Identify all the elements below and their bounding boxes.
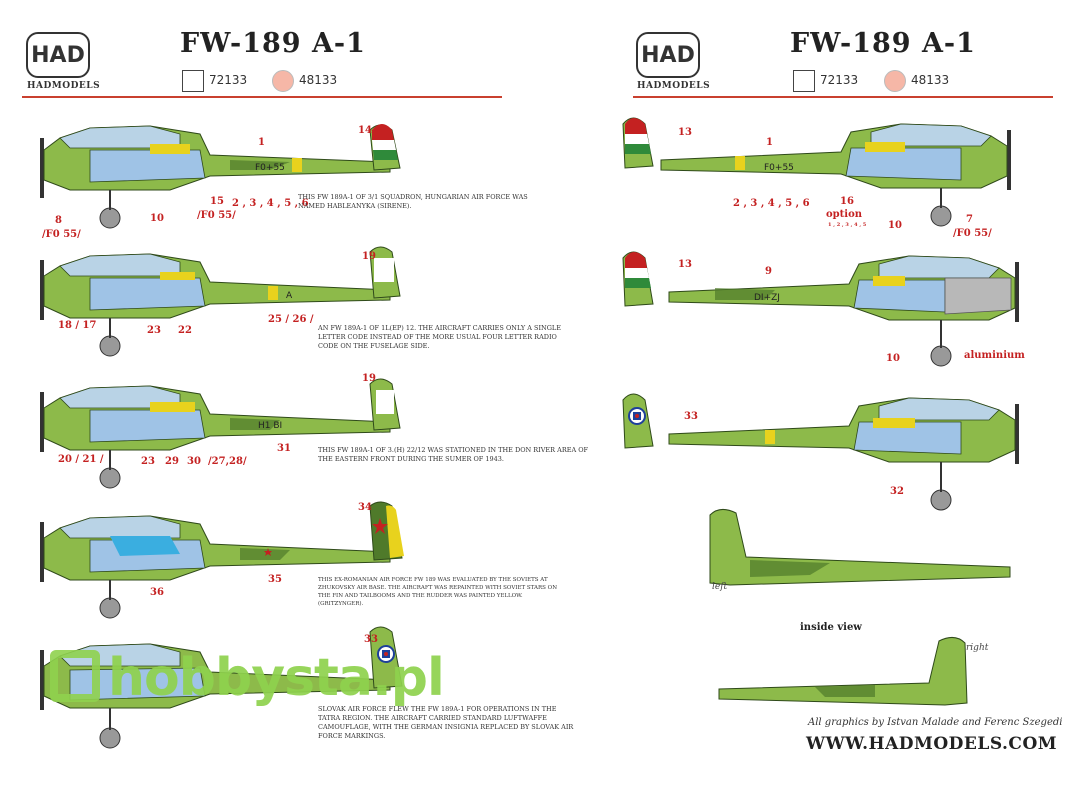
scale-label-72-left: 72133	[209, 73, 248, 87]
label-15sub-a1: /F0 55/	[197, 210, 236, 221]
label-19-a2: 19	[362, 251, 376, 262]
fuselage-code-a3: H1 BI	[258, 421, 283, 431]
label-1-b1: 1	[766, 137, 773, 148]
hadmodels-label-left: HADMODELS	[27, 81, 101, 91]
label-23-a2: 23	[147, 325, 161, 336]
label-2021-a3: 20 / 21 /	[58, 454, 104, 465]
label-31-a3: 31	[277, 443, 291, 454]
label-19-a3: 19	[362, 373, 376, 384]
inside-view-label: inside view	[800, 622, 862, 633]
fuselage-code-b1: F0+55	[764, 163, 794, 173]
caption-a2: AN FW 189A-1 OF 1L(EP) 12. THE AIRCRAFT …	[318, 324, 561, 350]
label-option-b1: option	[826, 209, 863, 220]
label-35-a4: 35	[268, 574, 282, 585]
left-view-label: left	[712, 582, 728, 592]
label-2to6-a1: 2 , 3 , 4 , 5 , 6	[232, 198, 309, 209]
label-15-a1: 15	[210, 196, 224, 207]
fuselage-code-a1: F0+55	[255, 163, 285, 173]
title-right: FW-189 A-1	[790, 28, 976, 59]
tailboom-left-view	[709, 509, 1011, 586]
caption-a3: THIS FW 189A-1 OF 3.(H) 22/12 WAS STATIO…	[318, 446, 589, 463]
scale-box-72-right	[793, 70, 815, 92]
website-url: WWW.HADMODELS.COM	[806, 734, 1058, 754]
label-1817-a2: 18 / 17	[58, 320, 97, 331]
label-33-a5: 33	[364, 634, 378, 645]
label-22-a2: 22	[178, 325, 192, 336]
label-10-b2: 10	[886, 353, 900, 364]
header-divider-right	[633, 96, 1053, 98]
aircraft-profile-slovak-right	[622, 393, 1019, 511]
label-8-a1: 8	[55, 215, 62, 226]
label-36-a4: 36	[150, 587, 164, 598]
label-2to6-b1: 2 , 3 , 4 , 5 , 6	[733, 198, 810, 209]
label-13-b1: 13	[678, 127, 692, 138]
label-16-b1: 16	[840, 196, 854, 207]
label-2526-a2: 25 / 26 /	[268, 314, 314, 325]
label-optsub-b1: 1 , 2 , 3 , 4 , 5	[828, 222, 867, 228]
aircraft-profile-hungarian-right	[622, 117, 1011, 227]
aircraft-profile-soviet-left	[40, 501, 404, 619]
label-34-a4: 34	[358, 502, 372, 513]
watermark-bracket-icon	[50, 650, 100, 702]
aircraft-profile-hungarian-left	[40, 124, 401, 229]
label-33-b3: 33	[684, 411, 698, 422]
right-view-label: right	[966, 643, 989, 653]
scale-box-48-left	[272, 70, 294, 92]
label-2728-a3: /27,28/	[208, 456, 247, 467]
label-10-a1: 10	[150, 213, 164, 224]
aircraft-profile-slovak-left	[40, 626, 403, 749]
title-left: FW-189 A-1	[180, 28, 366, 59]
scale-box-48-right	[884, 70, 906, 92]
scale-box-72-left	[182, 70, 204, 92]
aircraft-profile-don-river-left	[40, 378, 401, 489]
hadmodels-label-right: HADMODELS	[637, 81, 711, 91]
label-30-a3: 30	[187, 456, 201, 467]
label-aluminium-b2: aluminium	[964, 350, 1025, 361]
label-9-b2: 9	[765, 266, 772, 277]
label-10-b1: 10	[888, 220, 902, 231]
label-7-b1: 7	[966, 214, 973, 225]
aircraft-profile-letter-code-left	[40, 246, 401, 357]
credits-text: All graphics by Istvan Malade and Ferenc…	[808, 717, 1063, 728]
caption-a5: SLOVAK AIR FORCE FLEW THE FW 189A-1 FOR …	[318, 705, 574, 740]
label-14-a1: 14	[358, 125, 372, 136]
label-23-a3: 23	[141, 456, 155, 467]
caption-a1: THIS FW 189A-1 OF 3/1 SQUADRON, HUNGARIA…	[298, 193, 528, 210]
watermark-text: hobbysta.pl	[108, 648, 445, 708]
label-29-a3: 29	[165, 456, 179, 467]
fuselage-code-a2: A	[286, 291, 293, 301]
header-divider-left	[22, 96, 502, 98]
label-32-b3: 32	[890, 486, 904, 497]
label-1-a1: 1	[258, 137, 265, 148]
label-8sub-a1: /F0 55/	[42, 229, 81, 240]
label-7sub-b1: /F0 55/	[953, 228, 992, 239]
scale-label-48-left: 48133	[299, 73, 338, 87]
caption-a4: THIS EX-ROMANIAN AIR FORCE FW 189 WAS EV…	[318, 577, 558, 607]
scale-label-48-right: 48133	[911, 73, 950, 87]
fuselage-code-b2: DI+ZJ	[754, 293, 780, 303]
aircraft-profile-aluminium-right	[622, 251, 1019, 367]
had-logo-left: HAD	[26, 32, 90, 78]
had-logo-right: HAD	[636, 32, 700, 78]
scale-label-72-right: 72133	[820, 73, 859, 87]
tailboom-right-view	[718, 637, 968, 706]
label-13-b2: 13	[678, 259, 692, 270]
